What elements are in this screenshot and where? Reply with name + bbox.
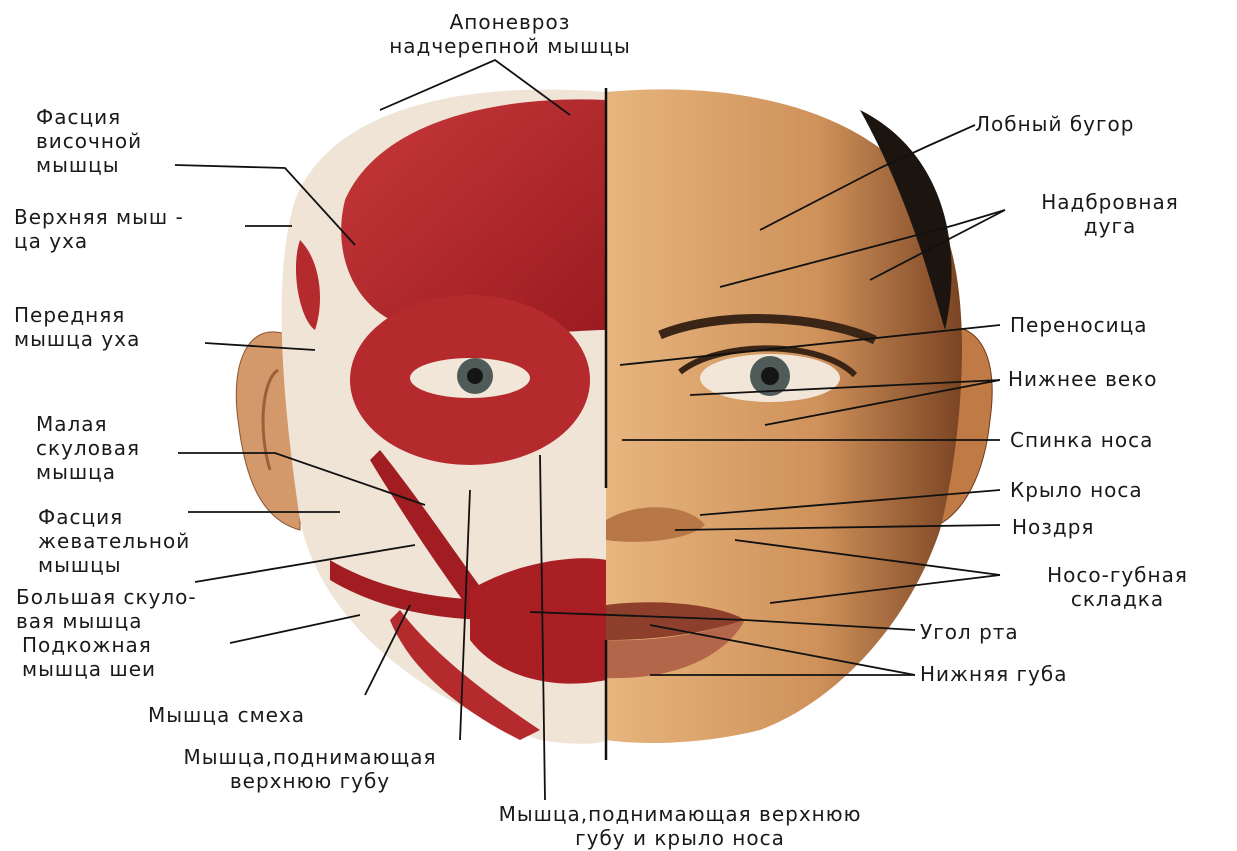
label-nasolabial-fold: Носо-губная складка — [1005, 563, 1230, 611]
label-lower-lip: Нижняя губа — [920, 662, 1067, 686]
skin-half — [606, 89, 962, 743]
muscle-half — [282, 89, 606, 743]
label-mouth-corner: Угол рта — [920, 620, 1019, 644]
label-aponeurosis: Апоневроз надчерепной мышцы — [330, 10, 690, 58]
label-zygomatic-minor: Малая скуловая мышца — [36, 412, 140, 484]
label-nasal-dorsum: Спинка носа — [1010, 428, 1153, 452]
label-levator-labii: Мышца,поднимающая верхнюю губу — [115, 745, 505, 793]
label-levator-labii-alaeque: Мышца,поднимающая верхнюю губу и крыло н… — [400, 802, 960, 850]
label-nasal-wing: Крыло носа — [1010, 478, 1143, 502]
label-masseter-fascia: Фасция жевательной мышцы — [38, 505, 190, 577]
label-risorius: Мышца смеха — [148, 703, 305, 727]
label-nostril: Ноздря — [1012, 515, 1094, 539]
label-frontal-eminence: Лобный бугор — [975, 112, 1134, 136]
label-upper-ear-muscle: Верхняя мыш - ца уха — [14, 205, 184, 253]
label-zygomatic-major: Большая скуло- вая мышца — [16, 585, 197, 633]
label-lower-eyelid: Нижнее веко — [1008, 367, 1158, 391]
label-superciliary-arch: Надбровная дуга — [1005, 190, 1215, 238]
label-anterior-ear-muscle: Передняя мышца уха — [14, 303, 140, 351]
label-platysma: Подкожная мышца шеи — [22, 633, 156, 681]
label-nasal-bridge: Переносица — [1010, 313, 1148, 337]
label-temporal-fascia: Фасция височной мышцы — [36, 105, 142, 177]
